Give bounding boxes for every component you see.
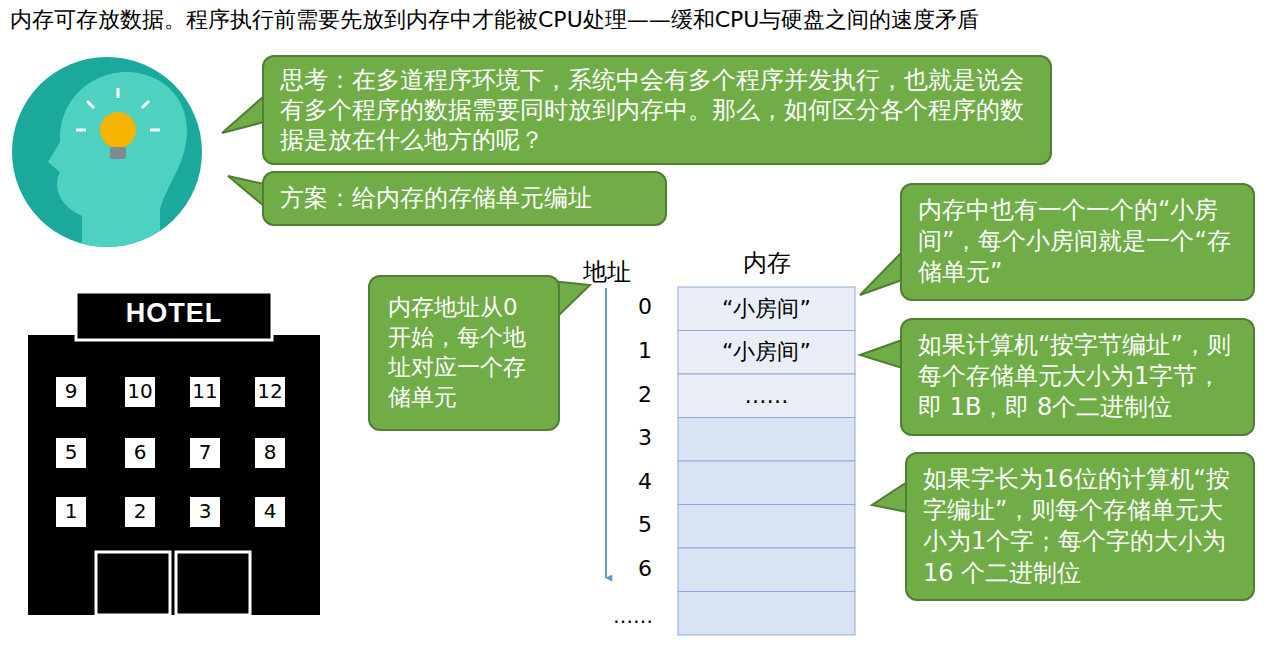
window bbox=[190, 497, 220, 527]
address-number: 6 bbox=[630, 556, 660, 581]
room-number: 5 bbox=[56, 440, 86, 464]
callout-tail bbox=[228, 176, 264, 206]
node-text: “小房间” bbox=[722, 337, 811, 367]
column-heading: 内存 bbox=[678, 247, 855, 279]
room-number: 2 bbox=[125, 499, 155, 523]
memory-cell: “小房间” bbox=[678, 287, 855, 331]
window bbox=[56, 497, 86, 527]
callout-tail bbox=[222, 96, 264, 133]
memory-cell bbox=[678, 331, 855, 375]
room-number: 12 bbox=[255, 379, 285, 403]
window bbox=[190, 377, 220, 407]
room-number: 9 bbox=[56, 379, 86, 403]
hotel-sign-text: HOTEL bbox=[76, 298, 272, 329]
room-number: 11 bbox=[190, 379, 220, 403]
hotel-door bbox=[96, 552, 170, 615]
room-number: 3 bbox=[190, 499, 220, 523]
callout-tail bbox=[860, 340, 902, 368]
node-text: 如果字长为16位的计算机“按字编址”，则每个存储单元大小为1个字；每个字的大小为… bbox=[923, 464, 1237, 589]
memory-cell bbox=[678, 592, 855, 636]
address-callout: 内存地址从0开始，每个地址对应一个存储单元 bbox=[368, 275, 560, 431]
window bbox=[125, 497, 155, 527]
node-text: 思考：在多道程序环境下，系统中会有多个程序并发执行，也就是说会有多个程序的数据需… bbox=[280, 65, 1034, 155]
address-number: 5 bbox=[630, 512, 660, 537]
head-icon bbox=[48, 72, 187, 250]
hotel-door bbox=[176, 552, 250, 615]
address-number: 2 bbox=[630, 382, 660, 407]
memory-cell: …… bbox=[678, 374, 855, 418]
window bbox=[125, 438, 155, 468]
bulb-ray bbox=[76, 129, 86, 132]
callout-tail bbox=[872, 482, 907, 512]
memory-cells bbox=[678, 287, 855, 635]
bulb-ray bbox=[142, 101, 149, 108]
room-number: 8 bbox=[255, 440, 285, 464]
hotel-sign bbox=[76, 292, 272, 340]
address-arrow bbox=[605, 288, 607, 578]
node-text: 如果计算机“按字节编址”，则每个存储单元大小为1字节，即 1B，即 8个二进制位 bbox=[918, 330, 1237, 424]
hotel-windows bbox=[56, 377, 285, 527]
address-number: 0 bbox=[630, 294, 660, 319]
address-number: 1 bbox=[630, 338, 660, 363]
room-number: 7 bbox=[190, 440, 220, 464]
note-callout: 如果计算机“按字节编址”，则每个存储单元大小为1字节，即 1B，即 8个二进制位 bbox=[900, 318, 1255, 436]
memory-cell bbox=[678, 548, 855, 592]
node-text: …… bbox=[745, 383, 789, 408]
head-silhouette bbox=[48, 72, 187, 250]
axis-label: 地址 bbox=[582, 256, 632, 288]
bulb-base bbox=[110, 147, 126, 159]
memory-column: 内存“小房间”“小房间”…… bbox=[678, 287, 855, 635]
hotel-building bbox=[28, 335, 320, 615]
callout-tail bbox=[860, 252, 902, 295]
note-callout: 内存中也有一个一个的“小房间”，每个小房间就是一个“存储单元” bbox=[900, 183, 1255, 301]
node-text: “小房间” bbox=[722, 294, 811, 324]
node-text: 方案：给内存的存储单元编址 bbox=[280, 183, 649, 214]
bulb-glass bbox=[100, 112, 136, 148]
bulb-ray bbox=[87, 101, 94, 108]
note-callout: 如果字长为16位的计算机“按字编址”，则每个存储单元大小为1个字；每个字的大小为… bbox=[905, 452, 1255, 601]
memory-cell bbox=[678, 505, 855, 549]
thought-callout: 思考：在多道程序环境下，系统中会有多个程序并发执行，也就是说会有多个程序的数据需… bbox=[262, 55, 1052, 165]
window bbox=[255, 497, 285, 527]
window bbox=[56, 438, 86, 468]
window bbox=[125, 377, 155, 407]
light-bulb bbox=[76, 88, 160, 159]
memory-cell bbox=[678, 287, 855, 331]
room-number: 4 bbox=[255, 499, 285, 523]
room-number: 10 bbox=[125, 379, 155, 403]
node-text: 内存地址从0开始，每个地址对应一个存储单元 bbox=[388, 293, 540, 413]
node-text: 内存中也有一个一个的“小房间”，每个小房间就是一个“存储单元” bbox=[918, 195, 1237, 289]
bulb-ray bbox=[117, 88, 120, 98]
window bbox=[255, 377, 285, 407]
window bbox=[190, 438, 220, 468]
address-number: 4 bbox=[630, 469, 660, 494]
memory-cell bbox=[678, 374, 855, 418]
heading: 内存可存放数据。程序执行前需要先放到内存中才能被CPU处理——缓和CPU与硬盘之… bbox=[10, 5, 979, 35]
room-number: 1 bbox=[56, 499, 86, 523]
ellipsis: …… bbox=[608, 604, 658, 628]
window bbox=[255, 438, 285, 468]
memory-cell bbox=[678, 461, 855, 505]
solution-callout: 方案：给内存的存储单元编址 bbox=[262, 171, 667, 226]
hotel-illustration bbox=[28, 292, 320, 615]
bulb-ray bbox=[150, 129, 160, 132]
room-number: 6 bbox=[125, 440, 155, 464]
window bbox=[56, 377, 86, 407]
memory-cell bbox=[678, 418, 855, 462]
address-number: 3 bbox=[630, 425, 660, 450]
memory-cell: “小房间” bbox=[678, 331, 855, 375]
